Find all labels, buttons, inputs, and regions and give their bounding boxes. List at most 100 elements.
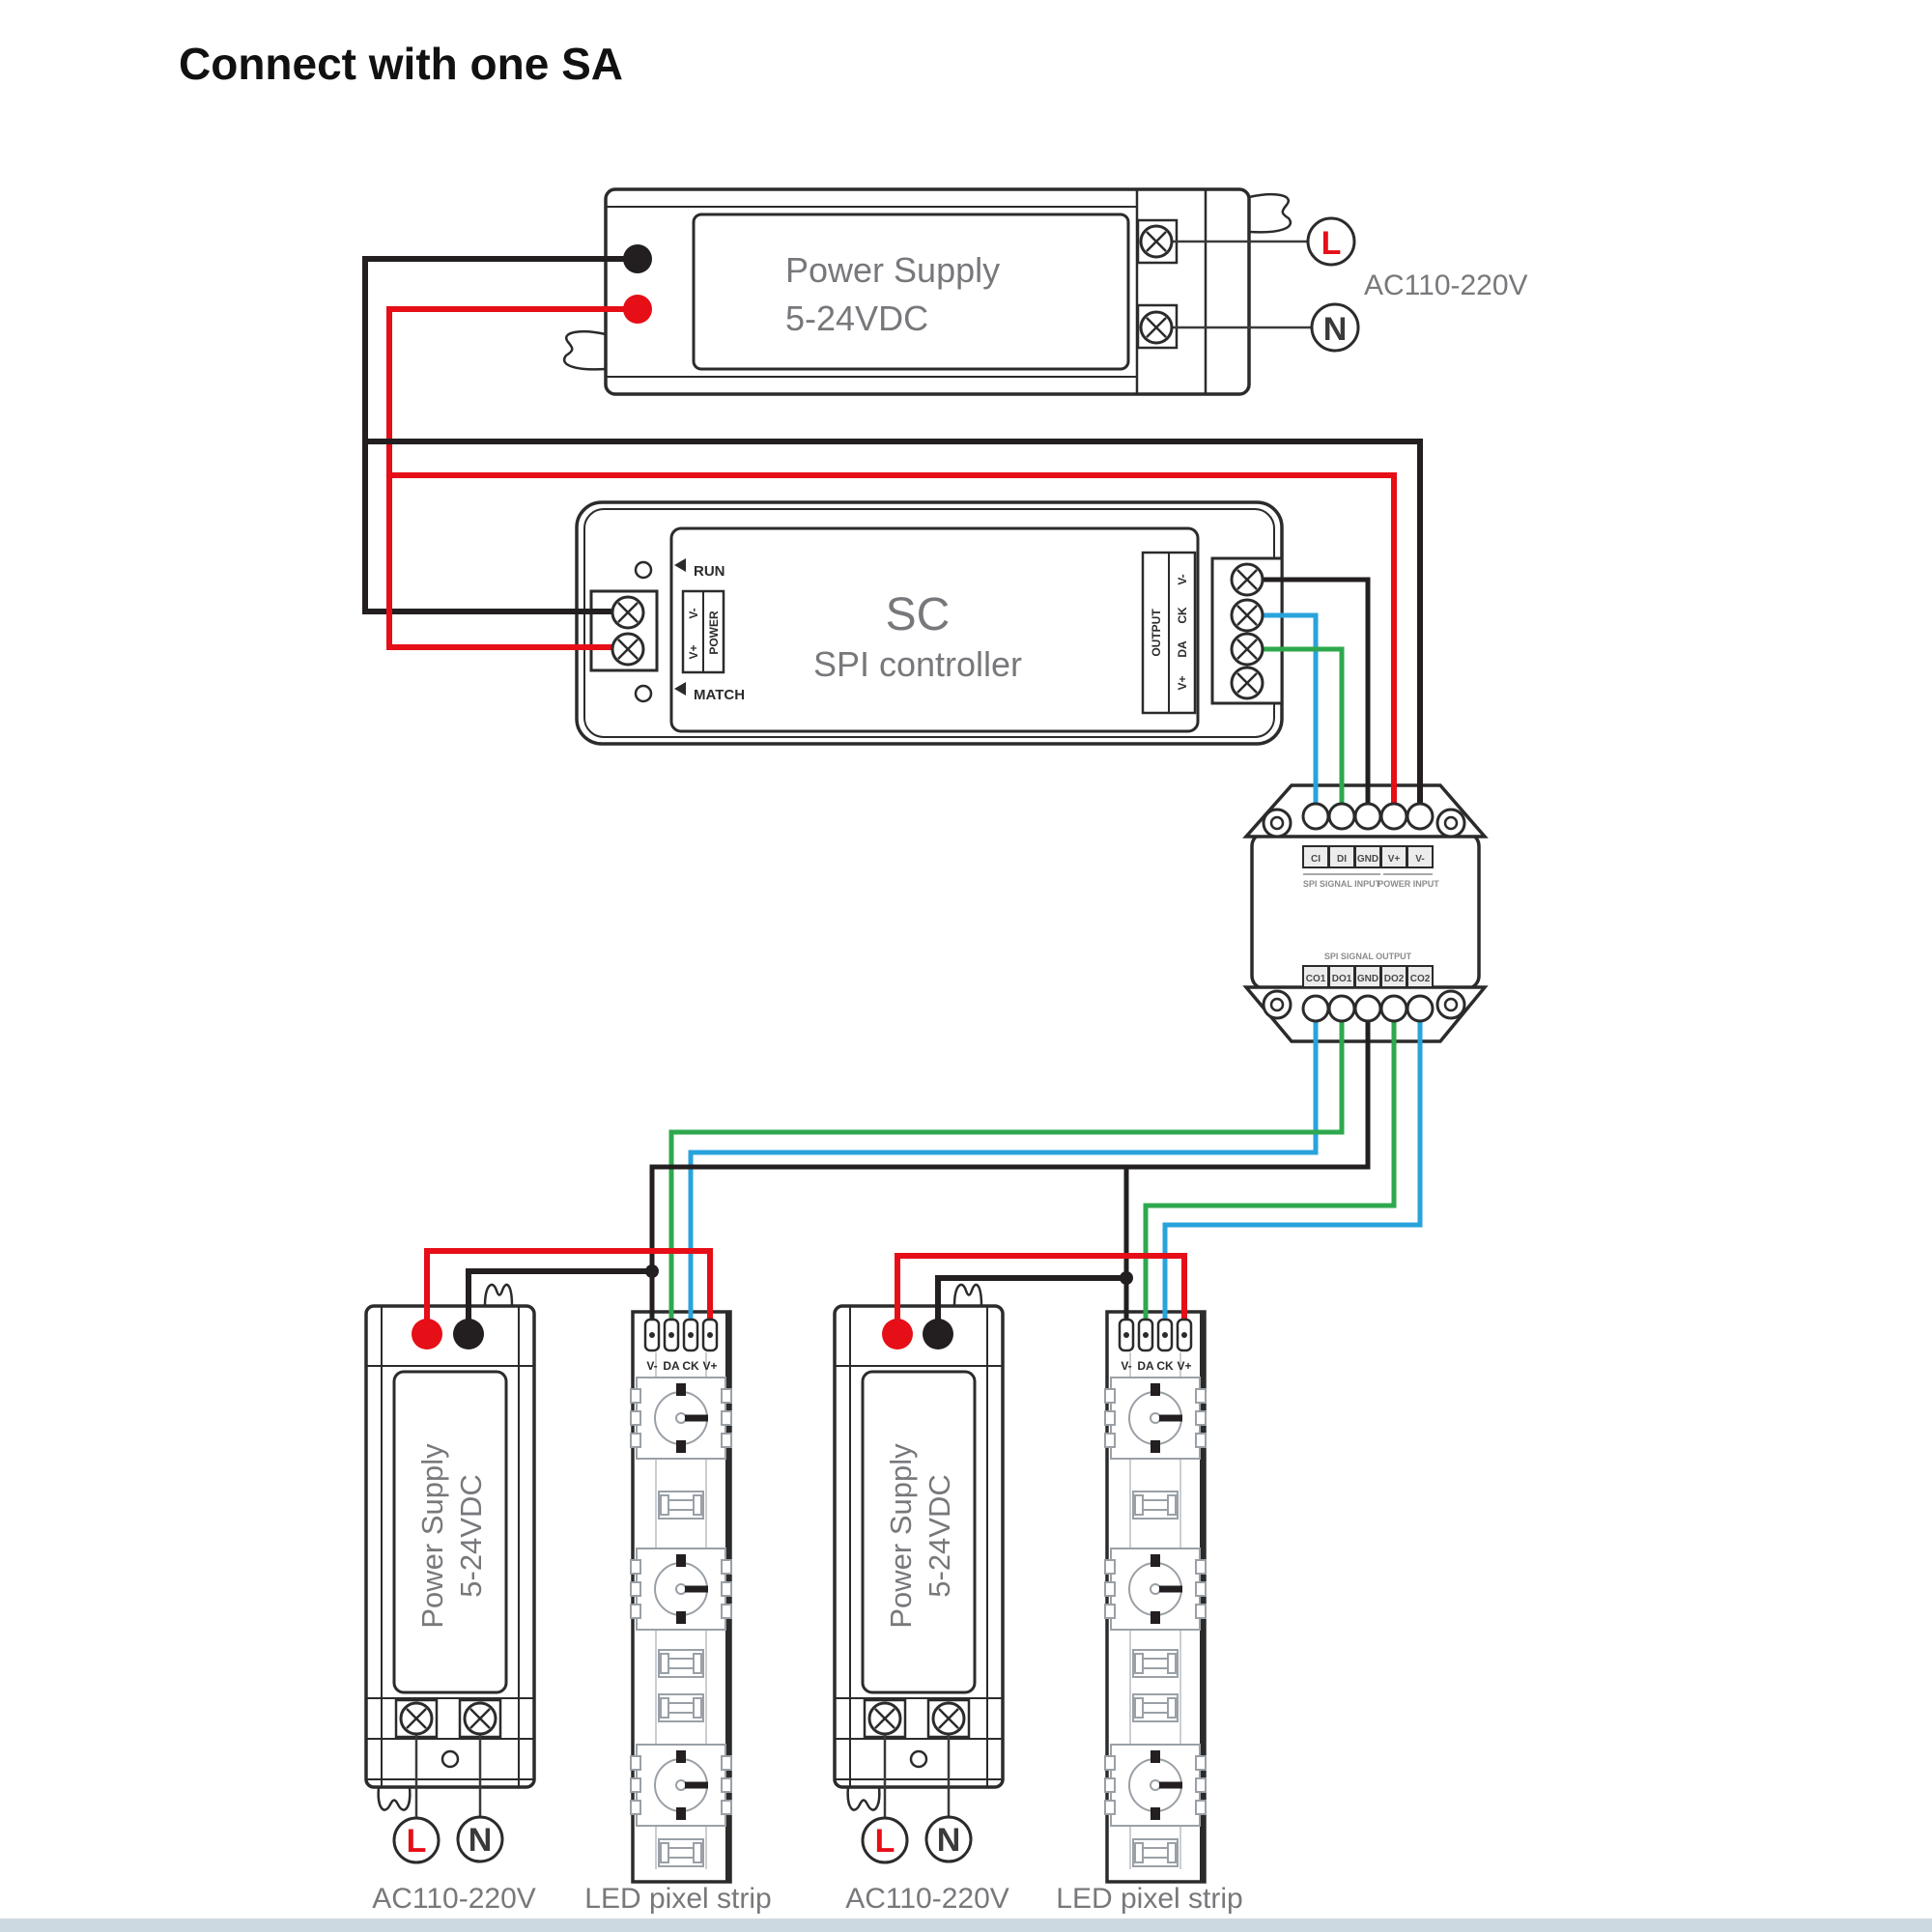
sc-run-label: RUN [694,563,725,580]
wire-sa-do1-to-strip1-da [668,1014,1345,1323]
power-supply-right [833,1283,1005,1811]
ac-voltage-label-left: AC110-220V [372,1883,536,1915]
sc-power-pin-vminus: V- [687,608,700,618]
strain-clip-icon [1247,193,1293,234]
terminals [392,216,1466,1864]
sc-name: SC [886,589,951,640]
live-terminal-circle [861,1816,909,1864]
ps-left-neg-terminal [453,1319,484,1350]
mount-screw-icon [1435,989,1466,1020]
sa-output-hole [1327,994,1356,1023]
strip1-caption: LED pixel strip [584,1883,771,1915]
wire-sc-ck-to-sa-ci [1247,612,1319,810]
sa-out-do1: DO1 [1332,974,1352,984]
sa-in-vminus: V- [1415,854,1424,865]
sc-panel [669,526,1200,733]
sa-input-caption-signal: SPI SIGNAL INPUT [1303,879,1381,889]
sa-input-hole [1353,802,1382,831]
power-supply-left [364,1283,536,1811]
sc-output-pin-vplus: V+ [1176,675,1189,690]
sa-output-caption: SPI SIGNAL OUTPUT [1324,952,1412,961]
wire-ps-right-pos-to-strip2 [895,1253,1187,1334]
junction-dot [645,1264,659,1278]
screw-terminal [1230,666,1264,700]
strip2-pin-da: DA [1137,1359,1154,1373]
live-label: L [875,1823,895,1860]
wire-sa-co1-to-strip1-ck [688,1014,1319,1323]
sa-output-hole [1353,994,1382,1023]
sa-input-hole [1327,802,1356,831]
psu-top-label-line2: 5-24VDC [785,298,928,338]
screw-terminal [1230,632,1264,667]
wire-psu-neg-to-sc [362,256,638,614]
sc-match-label: MATCH [694,687,745,703]
strain-clip-icon [562,330,608,371]
sa-input-caption-power: POWER INPUT [1378,879,1439,889]
led-chip-icon [630,1377,732,1460]
mount-screw-icon [1435,808,1466,838]
resistor-icon [1132,1649,1179,1678]
sa-in-ci: CI [1311,854,1321,865]
sa-in-vplus: V+ [1388,854,1401,865]
screw-terminal [1139,310,1174,345]
wires [362,240,1423,1818]
ps-right-label-line2: 5-24VDC [923,1474,956,1598]
strip2-pin-vplus: V+ [1177,1359,1191,1373]
strip1-pin-ck: CK [682,1359,699,1373]
wire-sa-co2-to-strip2-ck [1162,1014,1423,1323]
ps-right-neg-terminal [923,1319,953,1350]
wire-sc-da-to-sa-di [1247,646,1345,810]
sa-out-do2: DO2 [1384,974,1405,984]
led-chip-icon [630,1744,732,1827]
resistor-icon [1132,1693,1179,1722]
sc-subtitle: SPI controller [813,644,1022,684]
page-title: Connect with one SA [179,39,623,89]
ac-voltage-label-top: AC110-220V [1364,270,1528,301]
junction-dot [1120,1271,1133,1285]
screw-terminal [867,1701,902,1736]
sc-output-pin-vminus: V- [1176,574,1189,584]
psu-top-neg-terminal [623,244,652,273]
sa-out-gnd: GND [1357,974,1378,984]
psu-top-label-line1: Power Supply [785,250,1000,290]
neutral-label: N [469,1822,493,1859]
ps-right-pos-terminal [882,1319,913,1350]
strip-pin [1137,1318,1154,1352]
led-chip-icon [630,1548,732,1631]
strip-pin [1118,1318,1135,1352]
strip2-pin-ck: CK [1156,1359,1174,1373]
psu-top-pos-terminal [623,295,652,324]
sc-power-block-title: POWER [707,611,721,655]
screw-terminal [399,1701,434,1736]
sa-output-hole [1406,994,1435,1023]
wire-sa-gnd-to-strip1-vminus [649,1014,1371,1323]
ps-left-label-line1: Power Supply [415,1443,449,1629]
power-supply-top-label-panel [692,213,1130,371]
sc-output-pin-ck: CK [1176,607,1189,624]
power-supply-left-label-panel [392,1370,508,1694]
match-arrow-icon [674,682,686,696]
sc-led-hole [634,684,653,703]
resistor-icon [658,1649,704,1678]
screw-terminal [611,595,645,630]
led-chip-icon [1104,1377,1207,1460]
strip-pin [701,1318,719,1352]
screw-terminal [1230,598,1264,633]
power-supply-right-label-panel [861,1370,977,1694]
strip1-pin-vplus: V+ [702,1359,717,1373]
resistor-icon [658,1838,704,1867]
sa-terminal-co2 [1406,965,1434,988]
power-supply-top [562,187,1293,396]
neutral-label: N [937,1822,961,1859]
live-terminal-circle [1306,216,1356,267]
strip-pin [643,1318,661,1352]
resistor-icon [1132,1838,1179,1867]
sc-spi-controller [575,500,1284,746]
strip-pin [663,1318,680,1352]
sa-input-hole [1301,802,1330,831]
sc-output-pin-da: DA [1176,640,1189,658]
live-terminal-circle [392,1816,440,1864]
led-strip-left [630,1310,732,1884]
strip-pin [1156,1318,1174,1352]
